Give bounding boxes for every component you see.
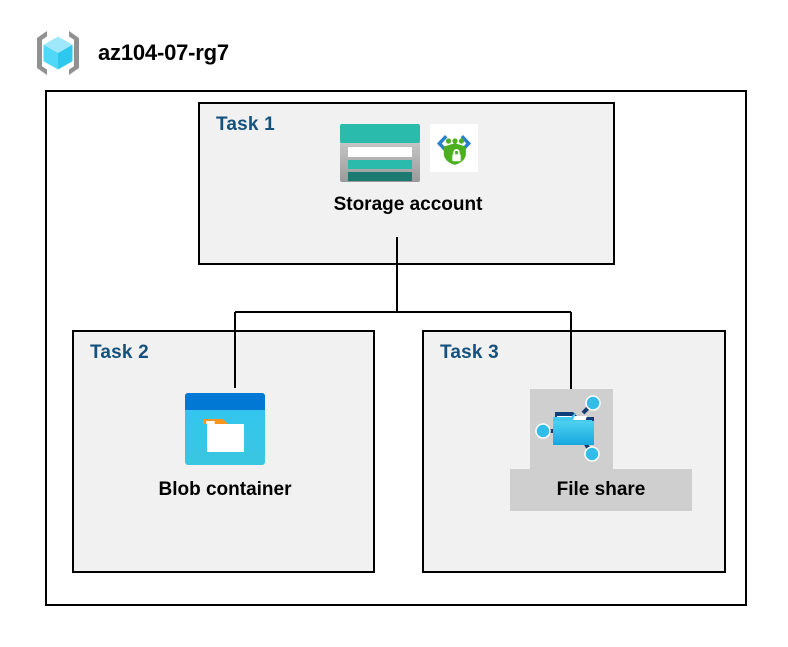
blob-container-node[interactable]: Blob container	[120, 390, 330, 501]
blob-container-icon	[182, 390, 268, 473]
resource-group-header: az104-07-rg7	[30, 26, 229, 80]
file-share-caption: File share	[556, 479, 646, 500]
page-title: az104-07-rg7	[98, 40, 229, 65]
policy-shield-icon	[430, 124, 478, 177]
file-share-label-plate: File share	[510, 469, 692, 511]
storage-account-icon-row	[338, 122, 478, 188]
task-2-label: Task 2	[90, 342, 149, 363]
storage-account-caption: Storage account	[333, 194, 483, 215]
task-3-label: Task 3	[440, 342, 499, 363]
file-share-icon	[533, 391, 611, 469]
task-1-label: Task 1	[216, 114, 275, 135]
blob-container-caption: Blob container	[158, 479, 292, 500]
storage-account-node[interactable]: Storage account	[293, 122, 523, 216]
azure-resource-group-icon	[30, 25, 86, 81]
storage-account-icon	[338, 122, 422, 189]
